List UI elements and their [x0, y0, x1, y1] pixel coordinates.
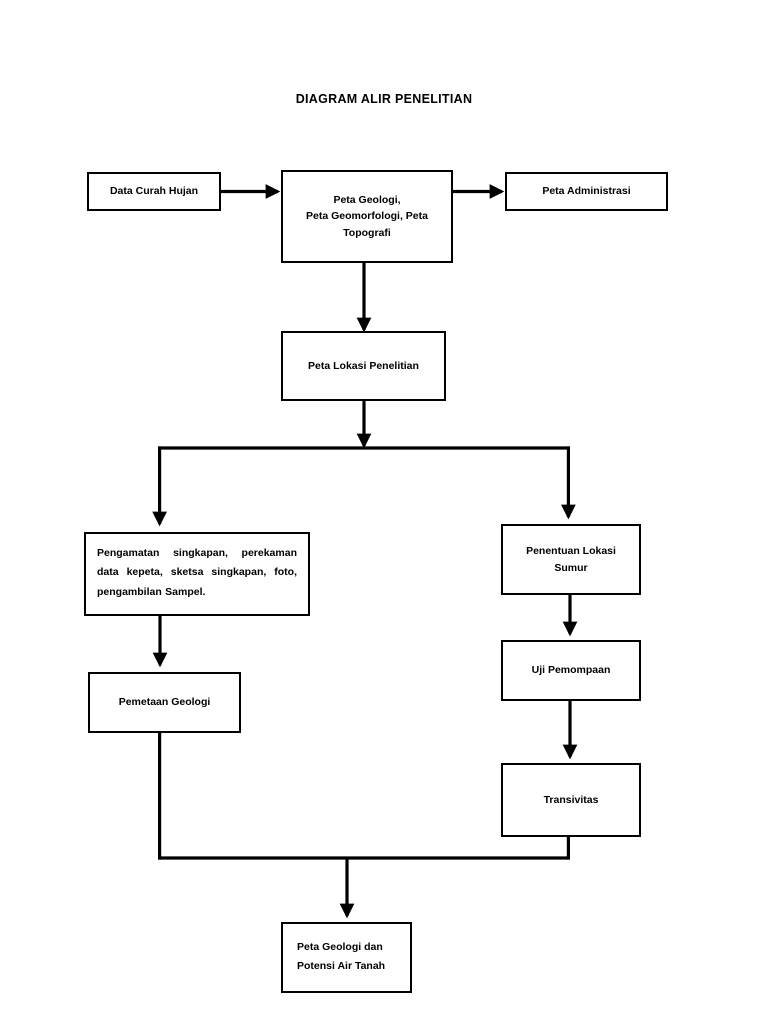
page-title: DIAGRAM ALIR PENELITIAN: [295, 92, 473, 106]
node-peta-administrasi[interactable]: Peta Administrasi: [505, 172, 668, 211]
node-peta-lokasi-penelitian[interactable]: Peta Lokasi Penelitian: [281, 331, 446, 401]
node-pengamatan-singkapan[interactable]: Pengamatan singkapan, perekaman data kep…: [84, 532, 310, 616]
node-pemetaan-geologi[interactable]: Pemetaan Geologi: [88, 672, 241, 733]
node-transivitas[interactable]: Transivitas: [501, 763, 641, 837]
node-data-curah-hujan[interactable]: Data Curah Hujan: [87, 172, 221, 211]
node-uji-pemompaan[interactable]: Uji Pemompaan: [501, 640, 641, 701]
node-peta-geologi-potensi-air-tanah[interactable]: Peta Geologi dan Potensi Air Tanah: [281, 922, 412, 993]
node-penentuan-lokasi-sumur[interactable]: Penentuan Lokasi Sumur: [501, 524, 641, 595]
node-peta-geologi-geomorfologi-topografi[interactable]: Peta Geologi, Peta Geomorfologi, Peta To…: [281, 170, 453, 263]
